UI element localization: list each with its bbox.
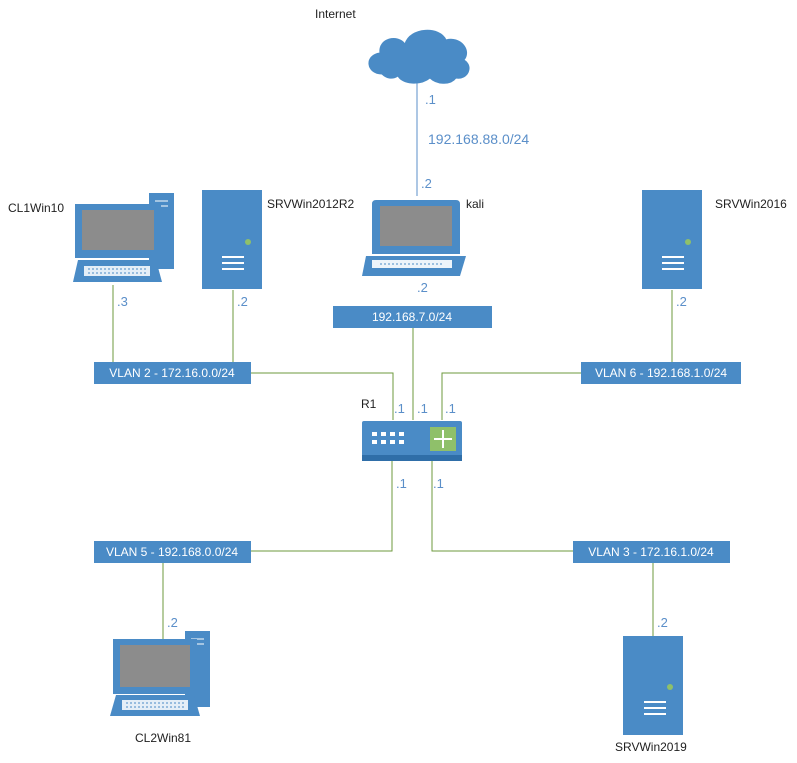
ip-r1-vlan3-dot1: .1: [433, 476, 444, 491]
link-r1-vlan3: [431, 461, 573, 552]
ip-kali-lan-dot2: .2: [417, 280, 428, 295]
srvwin2016-label: SRVWin2016: [715, 197, 787, 211]
cl2win81-label: CL2Win81: [135, 731, 191, 745]
desktop-pc-icon: [110, 631, 210, 716]
vlan5-label: VLAN 5 - 192.168.0.0/24: [106, 545, 238, 559]
link-vlan6-r1: [441, 372, 582, 420]
ip-internet-dot1: .1: [425, 92, 436, 107]
internet-label: Internet: [315, 7, 356, 21]
ip-kali-wan-dot2: .2: [421, 176, 432, 191]
vlan5-box: VLAN 5 - 192.168.0.0/24: [94, 541, 251, 563]
ip-srv2012-dot2: .2: [237, 294, 248, 309]
links: [112, 80, 673, 640]
ip-cl2-dot2: .2: [167, 615, 178, 630]
vlan3-label: VLAN 3 - 172.16.1.0/24: [588, 545, 714, 559]
r1-label: R1: [361, 397, 377, 411]
link-r1-vlan5: [250, 461, 393, 552]
srvwin2019-label: SRVWin2019: [615, 740, 687, 754]
ip-r1-vlan6-dot1: .1: [445, 401, 456, 416]
laptop-icon: [362, 200, 466, 276]
vlan3-box: VLAN 3 - 172.16.1.0/24: [573, 541, 730, 563]
ip-r1-vlan5-dot1: .1: [396, 476, 407, 491]
cloud-icon: [368, 29, 470, 84]
wan-network-label: 192.168.88.0/24: [428, 131, 529, 147]
server-icon: [642, 190, 702, 289]
ip-r1-vlan2-dot1: .1: [394, 401, 405, 416]
kali-network-box: 192.168.7.0/24: [333, 306, 492, 328]
cl1win10-label: CL1Win10: [8, 201, 64, 215]
ip-srv2016-dot2: .2: [676, 294, 687, 309]
vlan6-box: VLAN 6 - 192.168.1.0/24: [581, 362, 741, 384]
link-vlan2-r1: [250, 372, 394, 420]
ip-srv2019-dot2: .2: [657, 615, 668, 630]
ip-cl1-dot3: .3: [117, 294, 128, 309]
router-icon: [362, 421, 462, 461]
kali-label: kali: [466, 197, 484, 211]
ip-r1-kali-dot1: .1: [417, 401, 428, 416]
server-icon: [623, 636, 683, 735]
server-icon: [202, 190, 262, 289]
vlan2-label: VLAN 2 - 172.16.0.0/24: [109, 366, 235, 380]
srvwin2012r2-label: SRVWin2012R2: [267, 197, 354, 211]
desktop-pc-icon: [73, 193, 174, 282]
vlan2-box: VLAN 2 - 172.16.0.0/24: [94, 362, 251, 384]
kali-network-label: 192.168.7.0/24: [372, 310, 452, 324]
vlan6-label: VLAN 6 - 192.168.1.0/24: [595, 366, 727, 380]
